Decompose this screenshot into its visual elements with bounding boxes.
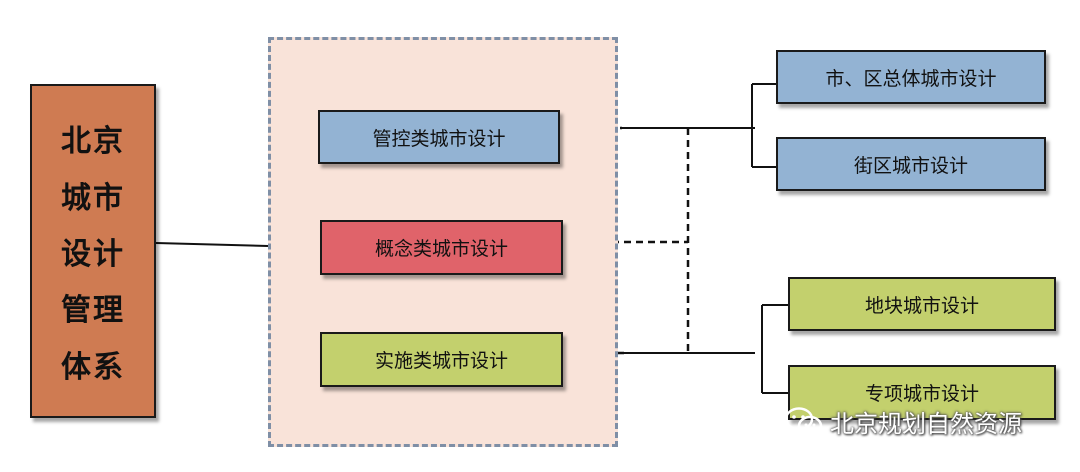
watermark-text: 北京规划自然资源 (830, 410, 1022, 438)
special-box: 专项城市设计 (788, 365, 1056, 420)
root-box: 北京 城市 设计 管理 体系 (30, 84, 156, 418)
city-district-box: 市、区总体城市设计 (776, 50, 1046, 104)
control-box: 管控类城市设计 (318, 110, 560, 164)
root-line-2: 城市 (61, 180, 125, 216)
implement-box: 实施类城市设计 (320, 332, 563, 387)
root-line-4: 管理 (61, 293, 125, 329)
block-box: 街区城市设计 (776, 137, 1046, 191)
root-line-3: 设计 (61, 236, 125, 272)
root-connector (155, 242, 269, 247)
root-line-1: 北京 (61, 124, 125, 160)
watermark: 北京规划自然资源 (784, 404, 1022, 439)
root-line-5: 体系 (61, 349, 125, 385)
wechat-icon (784, 406, 823, 436)
concept-box: 概念类城市设计 (320, 220, 563, 275)
parcel-box: 地块城市设计 (788, 277, 1056, 331)
